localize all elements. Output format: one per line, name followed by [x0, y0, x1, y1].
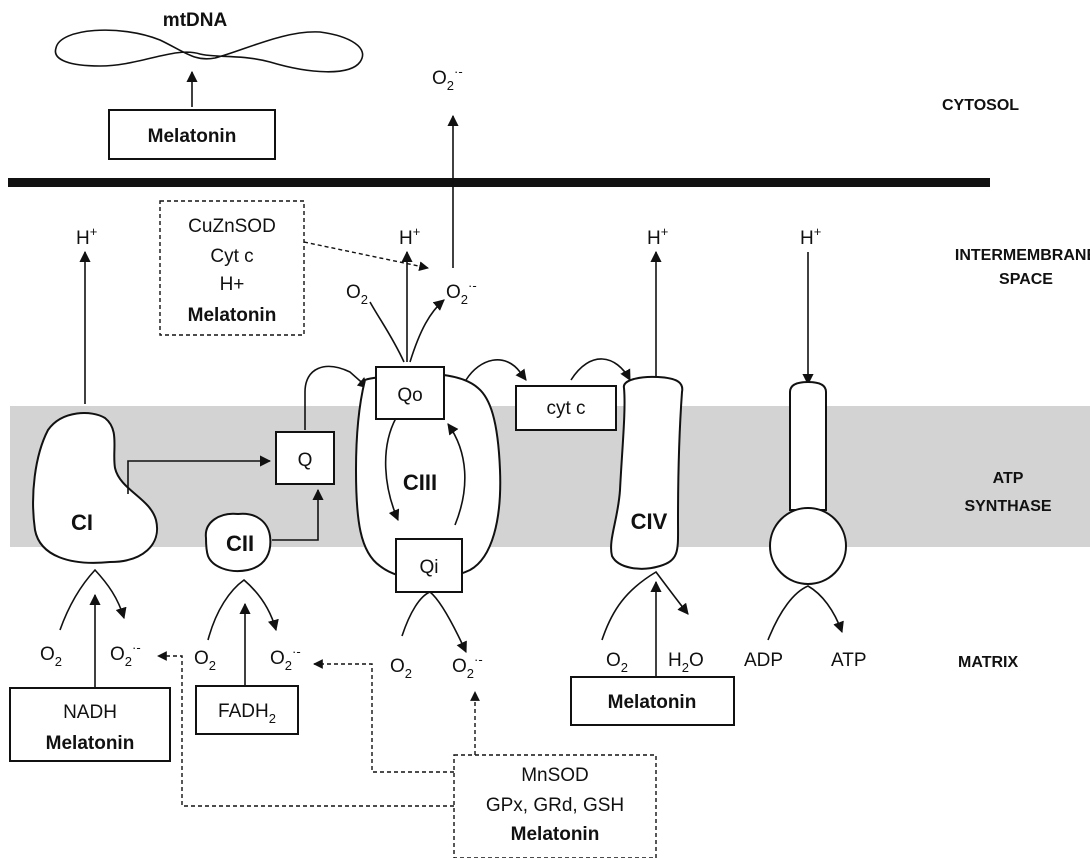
proton-ci: H+ — [76, 224, 97, 404]
ims-antioxidant-cuznsod: CuZnSOD — [188, 216, 276, 237]
complex-i-label: CI — [71, 510, 93, 535]
superoxide-ciii: O2·- — [452, 652, 483, 681]
proton-civ: H+ — [647, 224, 668, 380]
svg-text:H+: H+ — [76, 224, 97, 249]
quinone-qo-label: Qo — [397, 385, 422, 406]
oxygen-ci: O2 — [40, 644, 62, 669]
adp-label: ADP — [744, 650, 783, 671]
svg-text:H+: H+ — [800, 224, 821, 249]
complex-iv[interactable] — [611, 377, 682, 569]
quinone-qi-label: Qi — [420, 557, 439, 578]
outer-membrane — [8, 178, 990, 187]
complex-iii-label: CIII — [403, 470, 437, 495]
nadh-melatonin-label: Melatonin — [46, 733, 135, 754]
region-intermembrane-space: SPACE — [999, 271, 1053, 288]
nadh-label: NADH — [63, 702, 117, 723]
region-atp: ATP — [993, 470, 1024, 487]
region-atp-synthase: SYNTHASE — [964, 498, 1051, 515]
region-matrix: MATRIX — [958, 654, 1018, 671]
svg-text:H+: H+ — [647, 224, 668, 249]
region-intermembrane: INTERMEMBRANE — [955, 247, 1090, 264]
complex-ii-label: CII — [226, 531, 254, 556]
cytochrome-c-label: cyt c — [546, 398, 585, 419]
atp-synthase-stalk[interactable] — [790, 382, 826, 510]
superoxide-ci: O2·- — [110, 640, 141, 669]
oxygen-ciii-ims: O2 — [346, 282, 368, 307]
superoxide-cii: O2·- — [270, 644, 301, 673]
complex-iv-label: CIV — [631, 509, 668, 534]
superoxide-ims: O2·- — [446, 278, 477, 307]
matrix-antioxidant-mnsod: MnSOD — [521, 765, 589, 786]
oxygen-ciii: O2 — [390, 656, 412, 681]
mtdna-loop — [55, 30, 362, 72]
matrix-antioxidant-melatonin: Melatonin — [511, 824, 600, 845]
superoxide-cytosol: O2·- — [432, 64, 463, 93]
ims-antioxidant-melatonin: Melatonin — [188, 305, 277, 326]
oxygen-civ: O2 — [606, 650, 628, 675]
matrix-antioxidant-gpx: GPx, GRd, GSH — [486, 795, 624, 816]
water-civ: H2O — [668, 650, 704, 675]
melatonin-cytosol-label: Melatonin — [148, 126, 237, 147]
ims-antioxidant-h: H+ — [220, 274, 245, 295]
atp-label: ATP — [831, 650, 867, 671]
oxygen-cii: O2 — [194, 648, 216, 673]
ubiquinone-q-label: Q — [298, 450, 313, 471]
mtdna-label: mtDNA — [163, 10, 228, 31]
proton-atp-synthase: H+ — [800, 224, 821, 384]
ims-antioxidant-cytc: Cyt c — [210, 246, 253, 267]
svg-text:H+: H+ — [399, 224, 420, 249]
atp-synthase-head[interactable] — [770, 508, 846, 584]
melatonin-civ-label: Melatonin — [608, 692, 697, 713]
region-cytosol: CYTOSOL — [942, 97, 1019, 114]
